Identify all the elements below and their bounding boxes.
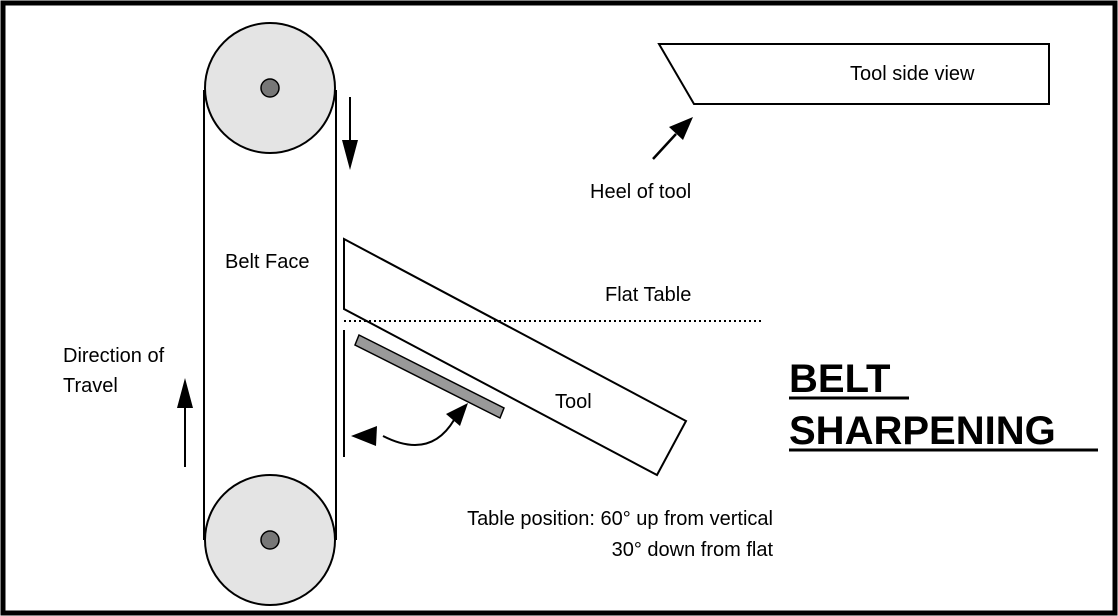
tool-side-view-shape bbox=[657, 43, 1050, 105]
title-line2: SHARPENING bbox=[789, 409, 1056, 453]
table-position-line1: Table position: 60° up from vertical bbox=[467, 508, 773, 530]
direction-of-travel-label-line2: Travel bbox=[63, 375, 118, 397]
heel-arrow bbox=[652, 117, 693, 160]
bottom-pulley-axle bbox=[260, 530, 280, 550]
tool-bar bbox=[354, 333, 505, 420]
tool-label: Tool bbox=[555, 391, 592, 413]
belt-down-arrow bbox=[342, 97, 358, 170]
table-position-line2: 30° down from flat bbox=[612, 539, 774, 561]
title-line1: BELT bbox=[789, 357, 890, 401]
belt-face-label: Belt Face bbox=[225, 251, 309, 273]
angle-arc-arrow bbox=[351, 403, 468, 446]
direction-up-arrow bbox=[177, 378, 193, 467]
top-pulley-axle bbox=[260, 78, 280, 98]
direction-of-travel-label-line1: Direction of bbox=[63, 345, 165, 367]
tool-side-view-label: Tool side view bbox=[850, 63, 975, 85]
heel-of-tool-label: Heel of tool bbox=[590, 181, 691, 203]
slanted-table bbox=[343, 237, 688, 477]
flat-table-label: Flat Table bbox=[605, 284, 691, 306]
